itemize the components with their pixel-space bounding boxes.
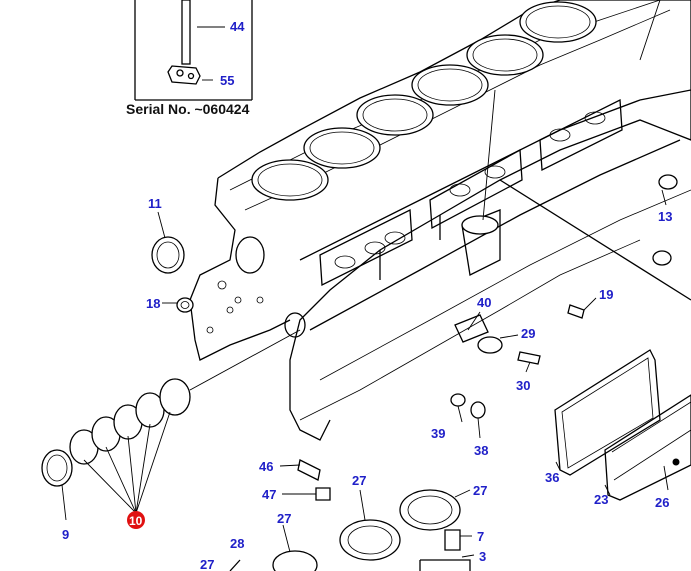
callout-29: 29 [521, 326, 535, 341]
cylinder-bore-5 [466, 34, 544, 76]
bracket-46 [297, 459, 321, 481]
callout-44: 44 [230, 19, 245, 34]
inset-detail [134, 0, 253, 101]
callout-46: 46 [259, 459, 273, 474]
side-cover [604, 394, 691, 501]
plug-38 [470, 401, 486, 419]
callout-11: 11 [148, 196, 162, 211]
callout-55: 55 [220, 73, 234, 88]
cylinder-bore-3 [356, 94, 434, 136]
callout-26: 26 [655, 495, 669, 510]
callout-27-a: 27 [352, 473, 366, 488]
callout-28: 28 [230, 536, 244, 551]
callout-39: 39 [431, 426, 445, 441]
cylinder-bore-6 [519, 1, 597, 43]
callout-23: 23 [594, 492, 608, 507]
callout-10: 10 [129, 514, 143, 528]
callout-13: 13 [658, 209, 672, 224]
callout-38: 38 [474, 443, 488, 458]
cylinder-bore-2 [303, 127, 381, 169]
pin-7 [444, 529, 461, 551]
callout-40: 40 [477, 295, 491, 310]
callout-3: 3 [479, 549, 486, 564]
callout-19: 19 [599, 287, 613, 302]
callouts: Serial No. ~060424 44 55 11 13 18 19 40 … [62, 19, 672, 571]
callout-27-b: 27 [473, 483, 487, 498]
serial-number-note: Serial No. ~060424 [126, 101, 250, 117]
leader-lines [61, 0, 669, 558]
callout-27-c: 27 [277, 511, 291, 526]
loose-parts [41, 236, 585, 571]
bolt-47 [315, 487, 331, 501]
callout-9: 9 [62, 527, 69, 542]
plug-13 [658, 174, 678, 190]
bolt-30 [517, 351, 541, 365]
dipstick-tube [181, 0, 191, 65]
cover-29 [477, 336, 503, 354]
highlight-badge [127, 511, 145, 529]
bolt-19 [567, 304, 585, 319]
side-cover-gasket [554, 349, 661, 476]
cylinder-bore-1 [251, 159, 329, 201]
callout-36: 36 [545, 470, 559, 485]
callout-18: 18 [146, 296, 160, 311]
washer-39 [450, 393, 466, 407]
callout-30: 30 [516, 378, 530, 393]
callout-27-d: 27 [200, 557, 214, 571]
callout-7: 7 [477, 529, 484, 544]
cylinder-bore-4 [411, 64, 489, 106]
dipstick-bracket [167, 65, 201, 85]
plug-18 [176, 297, 194, 313]
cylinder-block [189, 0, 691, 501]
callout-47: 47 [262, 487, 276, 502]
